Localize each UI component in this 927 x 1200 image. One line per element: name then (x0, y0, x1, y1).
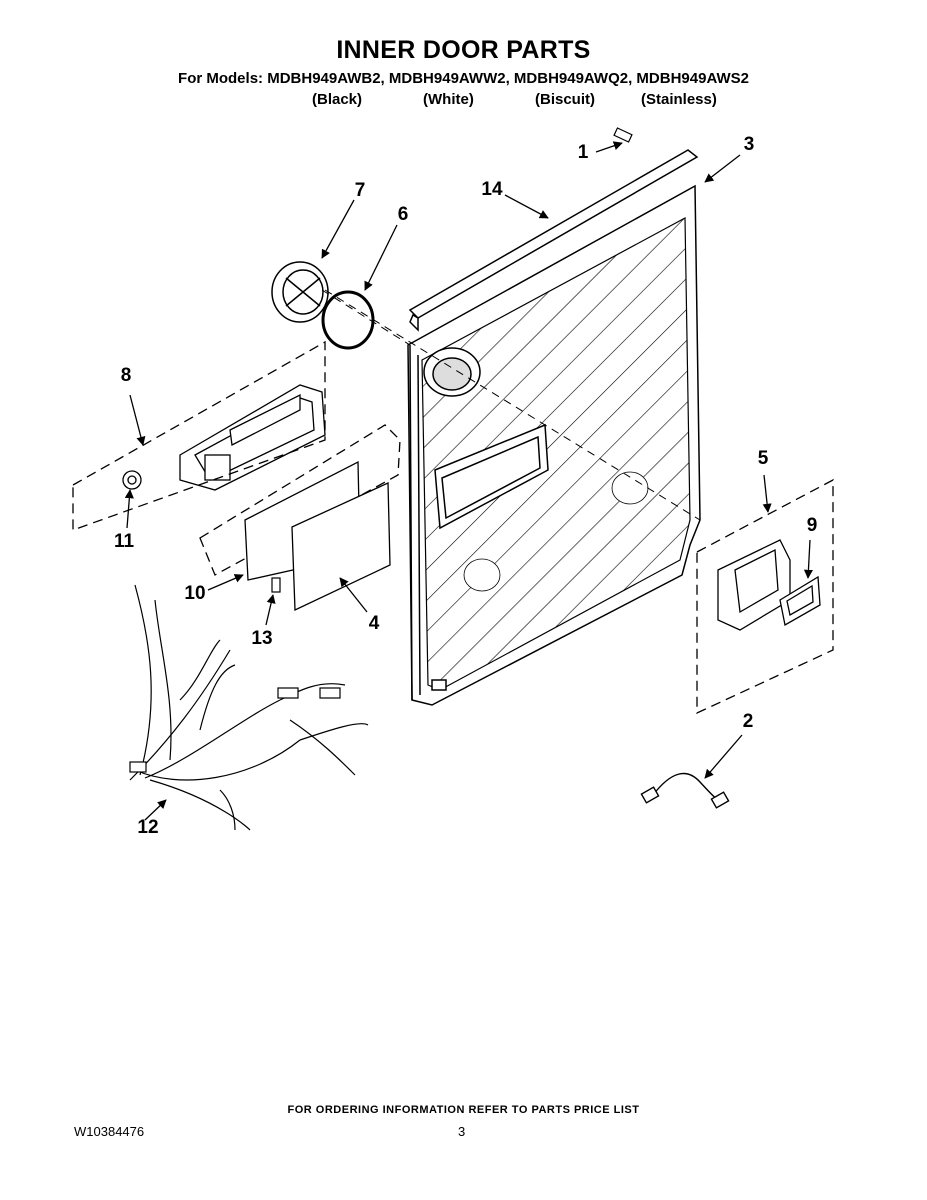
callout-1: 1 (577, 142, 589, 163)
models-line: For Models: MDBH949AWB2, MDBH949AWW2, MD… (178, 70, 749, 87)
color-biscuit: (Biscuit) (535, 91, 595, 108)
inner-door-panel (407, 184, 701, 706)
document-number: W10384476 (74, 1124, 145, 1139)
callout-11: 11 (113, 531, 135, 552)
callout-8: 8 (120, 365, 132, 386)
callout-4: 4 (368, 613, 380, 634)
control-board (244, 460, 391, 612)
wire-harness-part-12 (129, 584, 369, 831)
cable-part-2 (640, 772, 730, 809)
bracket-part-5 (717, 539, 791, 631)
screw-part-13 (271, 577, 281, 593)
page-title: INNER DOOR PARTS (336, 36, 591, 64)
callout-10: 10 (184, 583, 206, 604)
callout-13: 13 (251, 628, 273, 649)
color-white: (White) (423, 91, 474, 108)
callout-12: 12 (137, 817, 159, 838)
callout-6: 6 (397, 204, 409, 225)
top-trim-strip (408, 149, 699, 332)
color-black: (Black) (312, 91, 363, 108)
screw-part-1 (613, 127, 633, 143)
callout-2: 2 (742, 711, 754, 732)
gasket-part-6 (321, 290, 375, 350)
ordering-note: FOR ORDERING INFORMATION REFER TO PARTS … (287, 1104, 640, 1116)
dispenser-part-8 (179, 384, 326, 491)
knob-part-11 (122, 470, 142, 490)
gasket-part-9 (779, 575, 821, 627)
callout-5: 5 (757, 448, 769, 469)
callout-9: 9 (806, 515, 818, 536)
vent-cap-part-7 (271, 261, 329, 323)
callout-3: 3 (743, 134, 755, 155)
callout-14: 14 (481, 179, 503, 200)
callout-7: 7 (354, 180, 366, 201)
page-number: 3 (458, 1124, 466, 1139)
color-stainless: (Stainless) (641, 91, 717, 108)
